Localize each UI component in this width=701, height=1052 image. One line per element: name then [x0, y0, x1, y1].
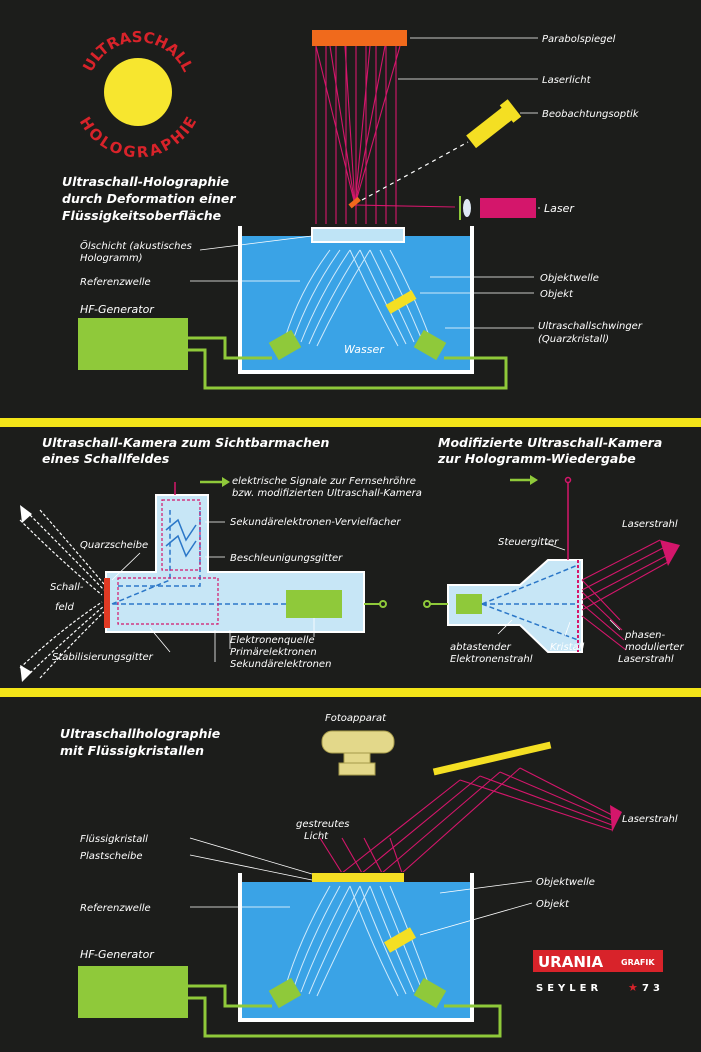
label-schwinger-2: (Quarzkristall)	[538, 334, 609, 345]
label-objekt-3: Objekt	[536, 899, 570, 910]
label-fotoapparat: Fotoapparat	[325, 713, 387, 724]
label-primaerelektronen: Primärelektronen	[230, 647, 317, 658]
quartz-disc	[104, 578, 110, 628]
label-laserlicht: Laserlicht	[542, 75, 592, 86]
label-phasen-2: modulierter	[625, 642, 684, 653]
label-oelschicht-1: Ölschicht (akustisches	[80, 239, 192, 252]
section2-title-right-line2: zur Hologramm-Wiedergabe	[437, 451, 636, 466]
laser-emitter-2	[660, 540, 680, 566]
publisher-mark: URANIA GRAFIK SEYLER ★ 73	[533, 950, 664, 994]
section2-title-left-line2: eines Schallfeldes	[42, 451, 169, 466]
label-abtastender-1: abtastender	[450, 642, 512, 653]
modified-electron-source	[456, 594, 482, 614]
label-objektwelle-3: Objektwelle	[536, 877, 595, 888]
star-icon: ★	[628, 981, 638, 994]
section1-title-line1: Ultraschall-Holographie	[62, 174, 229, 189]
label-referenzwelle-1: Referenzwelle	[80, 277, 151, 288]
label-parabolspiegel: Parabolspiegel	[542, 34, 616, 45]
label-referenzwelle-3: Referenzwelle	[80, 903, 151, 914]
observation-sightline	[362, 142, 468, 200]
laser-lens	[463, 199, 471, 217]
label-objekt-1: Objekt	[540, 289, 574, 300]
label-sekundaer-vervielfacher: Sekundärelektronen-Vervielfacher	[230, 517, 401, 528]
label-plastscheibe: Plastscheibe	[80, 851, 143, 862]
label-hf-generator-3: HF-Generator	[80, 948, 155, 961]
section3-title-line1: Ultraschallholographie	[60, 726, 220, 741]
label-schwinger-1: Ultraschallschwinger	[538, 321, 643, 332]
brand-sub: GRAFIK	[621, 958, 655, 967]
label-steuergitter: Steuergitter	[498, 537, 559, 548]
hf-generator-3	[78, 966, 188, 1018]
label-beschleunigungsgitter: Beschleunigungsgitter	[230, 553, 343, 564]
year: 73	[642, 983, 664, 994]
artist-name: SEYLER	[536, 983, 602, 994]
parabolic-mirror	[312, 30, 407, 46]
section1-title-line3: Flüssigkeitsoberfläche	[62, 208, 221, 223]
laser-light	[316, 46, 455, 230]
section2-title-left-line1: Ultraschall-Kamera zum Sichtbarmachen	[42, 435, 329, 450]
label-elektronenquelle: Elektronenquelle	[230, 635, 315, 646]
electron-source	[286, 590, 342, 618]
sound-field-source-bottom	[20, 665, 32, 682]
title-logo: ULTRASCHALL HOLOGRAPHIE	[76, 28, 200, 162]
label-sekundaerelektronen: Sekundärelektronen	[230, 659, 331, 670]
label-schallfeld-1: Schall-	[50, 582, 84, 593]
label-stabilisierungsgitter: Stabilisierungsgitter	[52, 652, 154, 663]
label-laserstrahl-2: Laserstrahl	[622, 519, 678, 530]
label-signale-2: bzw. modifizierten Ultraschall-Kamera	[232, 488, 422, 499]
liquid-crystal	[312, 873, 404, 882]
section3-title-line2: mit Flüssigkristallen	[60, 743, 204, 758]
label-schallfeld-2: feld	[55, 602, 74, 613]
label-kristall: Kristall	[550, 642, 584, 653]
label-phasen-1: phasen-	[624, 630, 666, 641]
observation-optics	[464, 99, 521, 150]
label-abtastender-2: Elektronenstrahl	[450, 654, 533, 665]
label-oelschicht-2: Hologramm)	[80, 253, 143, 264]
label-laserstrahl-3: Laserstrahl	[622, 814, 678, 825]
label-signale-1: elektrische Signale zur Fernsehröhre	[232, 476, 416, 487]
divider-bottom	[0, 688, 701, 697]
reflector-bar	[433, 742, 551, 776]
brand-main: URANIA	[538, 953, 603, 971]
label-fluessigkristall: Flüssigkristall	[80, 834, 148, 845]
laser-beams-3	[320, 768, 612, 873]
laser-device	[480, 198, 536, 218]
label-objektwelle-1: Objektwelle	[540, 273, 599, 284]
hf-generator-1	[78, 318, 188, 370]
label-gestreutes-1: gestreutes	[296, 819, 350, 830]
sound-field-source-top	[20, 505, 32, 523]
label-hf-generator-1: HF-Generator	[80, 303, 155, 316]
divider-top	[0, 418, 701, 427]
oil-layer	[312, 228, 404, 242]
laser-emitter-3	[610, 805, 622, 832]
label-beobachtungsoptik: Beobachtungsoptik	[542, 109, 640, 120]
label-phasen-3: Laserstrahl	[618, 654, 674, 665]
section-3: Ultraschallholographie mit Flüssigkrista…	[60, 713, 678, 1036]
label-wasser: Wasser	[344, 343, 385, 356]
section-2: Ultraschall-Kamera zum Sichtbarmachen ei…	[20, 435, 684, 682]
label-quarzscheibe: Quarzscheibe	[80, 540, 148, 551]
sun-icon	[104, 58, 172, 126]
section2-title-right-line1: Modifizierte Ultraschall-Kamera	[438, 435, 662, 450]
label-gestreutes-2: Licht	[304, 831, 329, 842]
section1-title-line2: durch Deformation einer	[62, 191, 236, 206]
label-laser: Laser	[544, 202, 575, 215]
photo-camera-icon	[322, 731, 394, 775]
